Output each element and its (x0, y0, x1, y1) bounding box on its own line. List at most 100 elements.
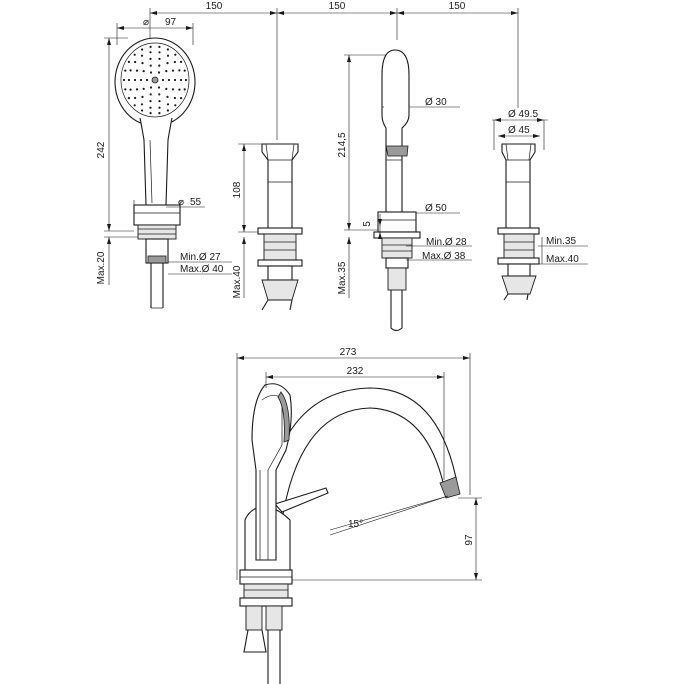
nozzle-dot (129, 69, 132, 72)
right-valve-min-deck: Min.35 (546, 236, 576, 247)
nozzle-dot (180, 60, 183, 64)
spout-diameter: Ø 30 (425, 97, 447, 108)
spout-max-deck: Max.35 (337, 261, 348, 294)
side-spout-height: 97 (464, 534, 475, 546)
nozzle-dot (158, 106, 161, 109)
spout-front-view (373, 49, 421, 332)
nozzle-dot (124, 88, 127, 91)
nozzle-dot (141, 48, 144, 51)
nozzle-dot (165, 87, 168, 90)
nozzle-dot (127, 60, 130, 64)
nozzle-dot (158, 57, 161, 61)
diameter-symbol: ⌀ (178, 197, 184, 208)
left-valve-front-view (257, 143, 303, 311)
nozzle-dot (135, 69, 139, 72)
nozzle-dot (173, 96, 176, 100)
nozzle-dot (183, 69, 186, 72)
nozzle-dot (141, 95, 144, 98)
right-valve-outer-diameter: Ø 49.5 (508, 109, 538, 120)
side-overall-length: 273 (340, 347, 357, 358)
handshower-max-deck: Max.20 (96, 251, 107, 284)
side-reach: 232 (347, 366, 364, 377)
nozzle-dot (135, 88, 139, 91)
nozzle-dot (183, 88, 186, 91)
nozzle-dot (167, 78, 171, 82)
nozzle-dot (133, 104, 136, 107)
nozzle-dot (149, 64, 152, 67)
nozzle-dot (149, 86, 153, 89)
nozzle-dot (180, 97, 183, 100)
spout-height: 214,5 (337, 132, 348, 157)
spout-max-hole: Max.Ø 38 (422, 251, 466, 262)
side-view-dimensions: 273 232 15° 97 (236, 347, 482, 581)
nozzle-dot (157, 71, 161, 74)
nozzle-dot (171, 69, 175, 72)
nozzle-dot (174, 53, 177, 56)
nozzle-dot (149, 71, 153, 74)
nozzle-dot (139, 78, 143, 82)
nozzle-dot (184, 78, 188, 82)
right-valve-dimensions: Ø 49.5 Ø 45 Min.35 Max.40 (492, 109, 588, 265)
nozzle-dot (158, 100, 161, 103)
nozzle-dot (149, 93, 152, 96)
handshower-min-hole: Min.Ø 27 (180, 252, 221, 263)
nozzle-dot (127, 97, 130, 100)
nozzle-dot (149, 51, 152, 54)
nozzle-dot (158, 51, 161, 54)
handshower-dimensions: 97 ⌀ 242 Max.20 ⌀ 55 Min.Ø 27 Max.Ø 40 (96, 17, 232, 285)
nozzle-dot (178, 88, 181, 91)
nozzle-dot (166, 54, 170, 57)
nozzle-dot (149, 106, 152, 109)
spacing-label-3: 150 (449, 1, 466, 12)
spacing-label-1: 150 (206, 1, 223, 12)
spout-gap: 5 (362, 221, 373, 227)
nozzle-dot (173, 78, 177, 82)
handshower-height: 242 (96, 141, 107, 158)
nozzle-dot (149, 57, 152, 61)
nozzle-dot (124, 69, 127, 72)
spout-base-diameter: Ø 50 (425, 203, 447, 214)
spacing-dimension-chain: 150 150 150 (149, 1, 519, 222)
nozzle-dot (158, 64, 161, 67)
nozzle-dot (149, 100, 152, 103)
nozzle-dot (158, 93, 161, 96)
nozzle-dot (129, 88, 132, 91)
nozzle-dot (173, 60, 176, 64)
nozzle-dot (178, 69, 181, 72)
right-valve-inner-diameter: Ø 45 (508, 125, 530, 136)
right-valve-max-deck: Max.40 (546, 254, 579, 265)
side-angle: 15° (348, 519, 363, 530)
nozzle-dot (166, 109, 169, 112)
left-valve-height: 108 (232, 181, 243, 198)
nozzle-dot (179, 78, 183, 82)
nozzle-dot (133, 78, 137, 82)
nozzle-dot (149, 112, 152, 115)
nozzle-dot (140, 103, 144, 106)
spout-min-hole: Min.Ø 28 (426, 237, 467, 248)
handshower-head-diameter: 97 (165, 17, 177, 28)
spout-dimensions: 214,5 Max.35 5 Ø 30 Ø 50 Min.Ø 28 Max.Ø … (337, 54, 472, 298)
nozzle-dot (140, 54, 144, 57)
nozzle-dot (166, 48, 169, 51)
right-valve-front-view (497, 143, 540, 301)
nozzle-dot (166, 95, 169, 98)
nozzle-dot (122, 78, 126, 82)
left-valve-max-deck: Max.40 (232, 265, 243, 298)
diameter-symbol: ⌀ (143, 17, 149, 28)
handshower-base-diameter: 55 (190, 197, 202, 208)
nozzle-dot (133, 53, 136, 56)
side-view-assembly (239, 383, 461, 684)
nozzle-dot (149, 45, 152, 49)
nozzle-dot (142, 87, 145, 90)
nozzle-dot (171, 88, 175, 91)
nozzle-dot (174, 104, 177, 107)
nozzle-dot (141, 62, 144, 65)
spacing-label-2: 150 (329, 1, 346, 12)
nozzle-dot (142, 70, 145, 73)
nozzle-dot (134, 60, 137, 64)
nozzle-dot (166, 62, 169, 65)
handshower-nozzle-pattern (122, 45, 188, 115)
nozzle-dot (141, 109, 144, 112)
nozzle-dot (161, 78, 165, 82)
